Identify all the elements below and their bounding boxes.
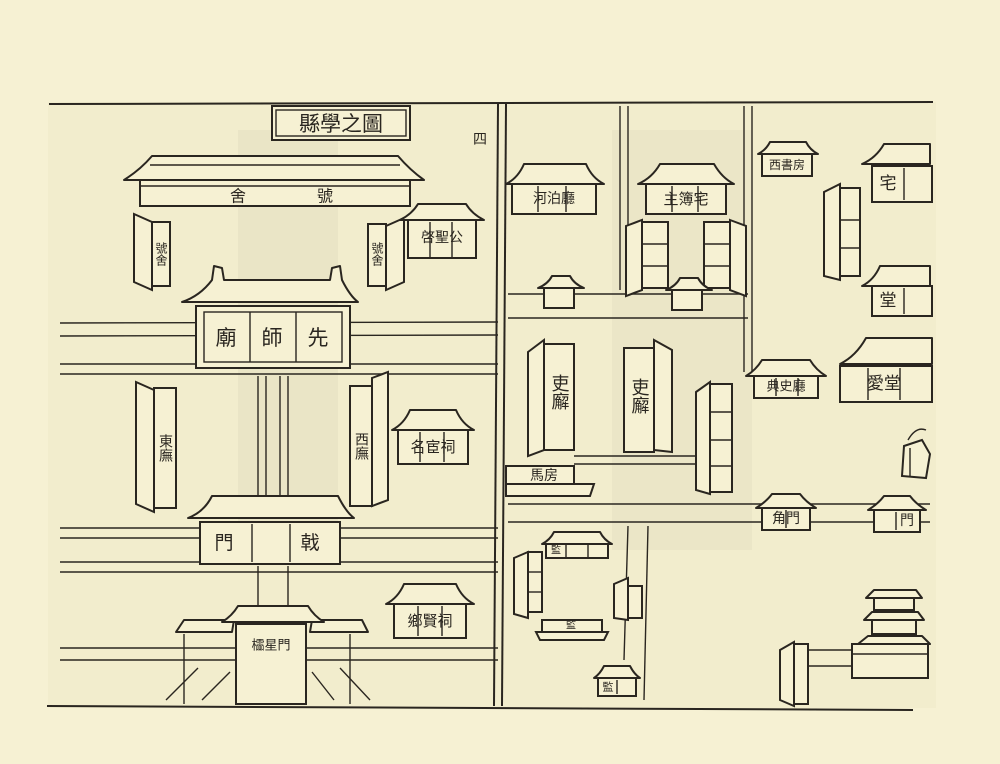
svg-text:啓聖公: 啓聖公 bbox=[421, 230, 463, 246]
svg-text:宅: 宅 bbox=[880, 174, 897, 194]
jian-side-panel bbox=[513, 550, 543, 620]
svg-text:號: 號 bbox=[317, 187, 333, 206]
svg-text:門: 門 bbox=[214, 532, 233, 554]
he-bo-ting-hall: 河泊廳 bbox=[505, 163, 605, 215]
wall-gates bbox=[537, 275, 713, 311]
svg-text:號舍: 號舍 bbox=[154, 242, 168, 266]
jian-gate-panel bbox=[613, 576, 643, 622]
pagoda-structure bbox=[800, 589, 931, 679]
svg-text:櫺星門: 櫺星門 bbox=[251, 639, 290, 654]
stone-figure bbox=[900, 428, 932, 480]
xiang-xian-ci-shrine: 鄉賢祠 bbox=[385, 583, 475, 639]
svg-text:馬房: 馬房 bbox=[530, 468, 558, 484]
svg-text:吏廨: 吏廨 bbox=[629, 378, 650, 414]
svg-text:監: 監 bbox=[603, 680, 614, 694]
jian-building-top: 監 bbox=[541, 531, 613, 559]
svg-text:名宦祠: 名宦祠 bbox=[410, 438, 455, 456]
svg-text:河泊廳: 河泊廳 bbox=[533, 190, 575, 207]
svg-text:門: 門 bbox=[900, 513, 914, 529]
svg-text:東廡: 東廡 bbox=[157, 434, 173, 462]
page-number: 四 bbox=[473, 132, 487, 148]
ji-men-gate: 戟 門 bbox=[187, 495, 355, 565]
ma-fang-stable: 馬房 bbox=[505, 465, 596, 497]
men-gate-east: 門 bbox=[867, 495, 927, 533]
hao-she-side-left: 號舍 bbox=[133, 212, 171, 292]
svg-text:監: 監 bbox=[551, 544, 561, 557]
hao-she-hall: 號 舍 bbox=[123, 155, 425, 207]
tang-hall-east: 堂 bbox=[861, 265, 933, 317]
residence-panels-east bbox=[823, 182, 861, 282]
ming-huan-ci-shrine: 名宦祠 bbox=[391, 409, 475, 465]
qi-sheng-gong-shrine: 啓聖公 bbox=[399, 203, 485, 259]
ai-tang-hall: 愛堂 bbox=[839, 337, 933, 403]
svg-text:角門: 角門 bbox=[772, 511, 800, 527]
svg-text:舍: 舍 bbox=[230, 187, 246, 206]
svg-text:號舍: 號舍 bbox=[370, 242, 384, 266]
svg-text:西廡: 西廡 bbox=[353, 432, 369, 460]
hao-she-side-right: 號舍 bbox=[367, 216, 405, 292]
svg-text:師: 師 bbox=[262, 326, 283, 350]
lower-right-panel bbox=[779, 640, 809, 708]
svg-text:戟: 戟 bbox=[300, 532, 319, 554]
svg-text:典史廳: 典史廳 bbox=[766, 379, 805, 395]
svg-text:鄉賢祠: 鄉賢祠 bbox=[407, 612, 452, 630]
svg-text:監: 監 bbox=[566, 619, 576, 632]
xi-wu-wing: 西廡 bbox=[349, 370, 389, 508]
svg-text:先: 先 bbox=[308, 326, 329, 350]
jian-platform: 監 bbox=[534, 619, 610, 641]
jiao-men-gate: 角門 bbox=[755, 493, 817, 531]
map-title: 縣學之圖 bbox=[271, 105, 411, 141]
svg-text:愛堂: 愛堂 bbox=[867, 374, 901, 394]
vertical-panel-right bbox=[695, 380, 733, 496]
dong-wu-wing: 東廡 bbox=[135, 380, 177, 514]
svg-text:主簿宅: 主簿宅 bbox=[663, 190, 708, 208]
xian-shi-miao-hall: 先 師 廟 bbox=[181, 265, 359, 369]
svg-text:廟: 廟 bbox=[216, 326, 237, 350]
frame bbox=[46, 100, 934, 712]
svg-text:吏廨: 吏廨 bbox=[549, 374, 570, 410]
li-xie-left: 吏廨 bbox=[527, 338, 575, 458]
xi-shu-fang-hall: 西書房 bbox=[757, 141, 819, 177]
svg-text:堂: 堂 bbox=[880, 291, 897, 311]
zhu-bu-zhai-residence: 主簿宅 bbox=[637, 163, 735, 215]
residence-panels-upper bbox=[625, 218, 747, 298]
zhai-residence-east: 宅 bbox=[861, 143, 933, 203]
svg-text:西書房: 西書房 bbox=[769, 157, 805, 172]
jian-building-bottom: 監 bbox=[593, 665, 641, 697]
svg-text:縣學之圖: 縣學之圖 bbox=[299, 112, 383, 136]
yamen-walls bbox=[508, 106, 930, 701]
dian-shi-ting-hall: 典史廳 bbox=[745, 359, 827, 399]
ling-xing-men-gate: 櫺星門 bbox=[165, 605, 371, 705]
li-xie-right: 吏廨 bbox=[623, 338, 673, 454]
